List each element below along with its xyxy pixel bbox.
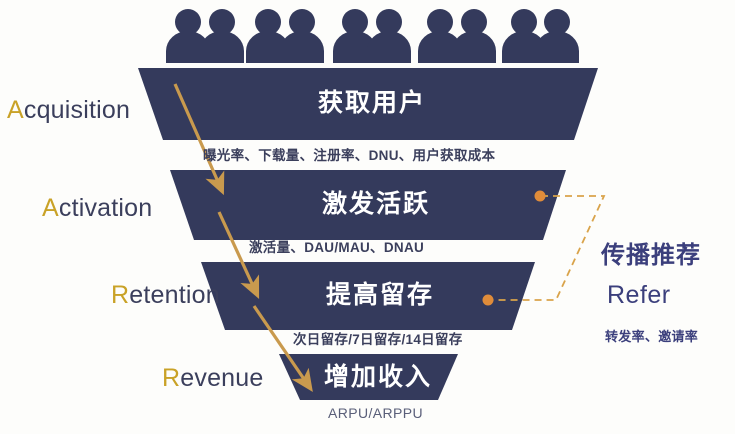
person-icon <box>535 9 579 63</box>
refer-anchor-dot-bottom <box>482 294 494 306</box>
person-icon <box>333 9 377 63</box>
band-title-activation: 激发活跃 <box>322 190 431 218</box>
audience-people-row <box>166 9 579 63</box>
refer-title-en: Refer <box>607 281 671 309</box>
stage-label-activation: Activation <box>42 196 152 221</box>
stage-label-revenue-rest: evenue <box>180 364 264 392</box>
band-title-retention: 提高留存 <box>326 281 435 309</box>
flow-arrow-3 <box>252 305 313 393</box>
stage-label-acquisition: Acquisition <box>7 98 130 123</box>
person-icon <box>418 9 462 63</box>
stage-label-retention-rest: etention <box>129 281 220 309</box>
flow-arrow-1 <box>173 83 225 196</box>
stage-label-acquisition-rest: cquisition <box>23 96 131 124</box>
person-icon <box>246 9 290 63</box>
refer-anchor-dot-top <box>534 190 546 202</box>
stage-label-activation-rest: ctivation <box>58 194 153 222</box>
person-icon <box>452 9 496 63</box>
stage-label-revenue-cap: R <box>162 364 181 392</box>
metrics-retention: 次日留存/7日留存/14日留存 <box>293 332 463 347</box>
refer-subtitle: 转发率、邀请率 <box>605 329 699 344</box>
person-icon <box>166 9 210 63</box>
funnel-band-acquisition <box>138 68 598 140</box>
stage-label-activation-cap: A <box>42 194 59 222</box>
person-icon <box>200 9 244 63</box>
funnel-band-retention <box>201 262 535 330</box>
metrics-acquisition: 曝光率、下载量、注册率、DNU、用户获取成本 <box>203 148 496 163</box>
stage-label-retention: Retention <box>111 283 220 308</box>
stage-label-retention-cap: R <box>111 281 130 309</box>
stage-label-revenue: Revenue <box>162 366 264 391</box>
metrics-activation: 激活量、DAU/MAU、DNAU <box>249 240 425 255</box>
person-icon <box>280 9 324 63</box>
funnel-band-revenue <box>279 354 458 400</box>
refer-connector <box>489 195 606 301</box>
stage-label-acquisition-cap: A <box>7 96 24 124</box>
flow-arrow-2 <box>217 211 260 300</box>
refer-title-cn: 传播推荐 <box>601 242 701 269</box>
band-title-revenue: 增加收入 <box>324 363 433 391</box>
band-title-acquisition: 获取用户 <box>318 89 427 117</box>
metrics-revenue: ARPU/ARPPU <box>328 405 424 421</box>
person-icon <box>367 9 411 63</box>
funnel-band-activation <box>170 170 566 240</box>
